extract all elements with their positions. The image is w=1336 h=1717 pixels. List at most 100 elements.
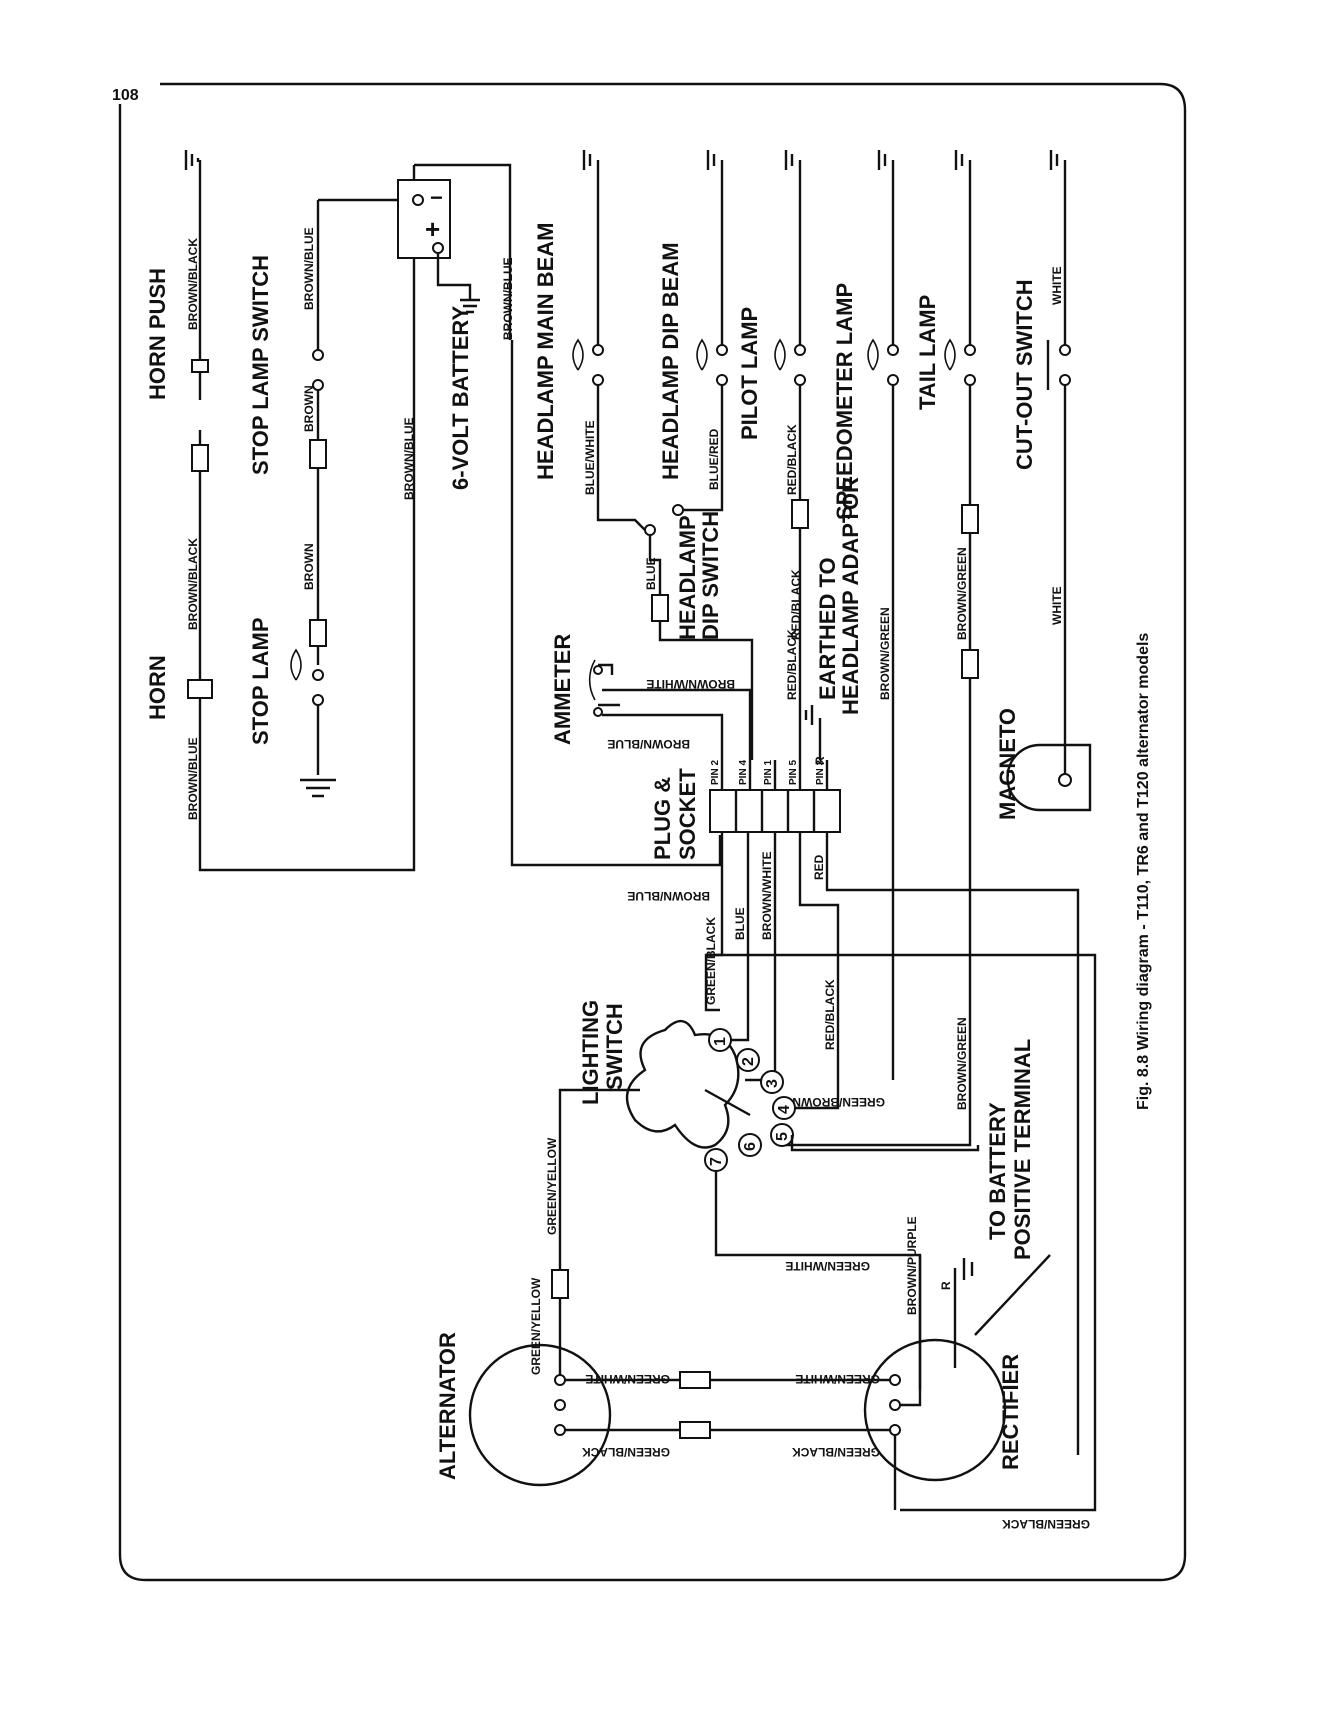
- wire-label-blue-sw: BLUE: [733, 907, 747, 940]
- wire-label-blue-red: BLUE/RED: [707, 428, 721, 490]
- tail-lamp-label: TAIL LAMP: [915, 295, 940, 410]
- switch-terminal-3: 3: [764, 1079, 781, 1088]
- wire-label-brown-blue-stop: BROWN/BLUE: [302, 227, 316, 310]
- wire-label-blue-white: BLUE/WHITE: [583, 420, 597, 495]
- switch-terminal-1: 1: [712, 1037, 729, 1046]
- wire-label-brown-green-sw: BROWN/GREEN: [955, 1017, 969, 1110]
- pilot-lamp: [774, 200, 809, 760]
- wire-label-green-yellow-alt: GREEN/YELLOW: [529, 1277, 543, 1375]
- wire-label-brown-blue-amm: BROWN/BLUE: [607, 737, 690, 751]
- wire-label-r-earth: R: [813, 756, 827, 765]
- figure-caption: Fig. 8.8 Wiring diagram - T110, TR6 and …: [1135, 633, 1152, 1110]
- wire-label-blue-dip: BLUE: [644, 557, 658, 590]
- wire-label-green-black-bottom: GREEN/BLACK: [1002, 1517, 1090, 1531]
- headlamp-dip-switch-label-2: DIP SWITCH: [698, 511, 723, 640]
- switch-terminal-6: 6: [742, 1142, 759, 1151]
- earth-symbols: [184, 150, 1067, 200]
- wire-label-brown-green-speedo: BROWN/GREEN: [878, 607, 892, 700]
- wire-label-green-yellow-sw: GREEN/YELLOW: [545, 1137, 559, 1235]
- wire-label-brown-white-sw: BROWN/WHITE: [760, 851, 774, 940]
- headlamp-dip-switch: [644, 504, 754, 760]
- stop-lamp-circuit: [290, 198, 415, 798]
- wire-brown-blue-main: [510, 340, 722, 867]
- wire-label-brown-stop-2: BROWN: [302, 543, 316, 590]
- switch-terminal-4: 4: [776, 1105, 793, 1114]
- headlamp-dip-beam-label: HEADLAMP DIP BEAM: [658, 242, 683, 480]
- battery: − +: [397, 179, 480, 314]
- earthed-label-1: EARTHED TO: [815, 557, 840, 700]
- to-battery-label-1: TO BATTERY: [985, 1102, 1010, 1240]
- speedometer-lamp-label: SPEEDOMETER LAMP: [832, 283, 857, 520]
- earthed-label-2: HEADLAMP ADAPTOR: [838, 477, 863, 715]
- wire-label-red-black-sw: RED/BLACK: [823, 979, 837, 1050]
- svg-text:+: +: [425, 214, 440, 244]
- wire-label-green-black-rec: GREEN/BLACK: [792, 1445, 880, 1459]
- wire-label-red-black-pilot2: RED/BLACK: [785, 629, 799, 700]
- headlamp-dip-switch-label-1: HEADLAMP: [675, 515, 700, 640]
- horn-label: HORN: [145, 655, 170, 720]
- wire-label-green-brown-sw: GREEN/BROWN: [792, 1095, 885, 1109]
- magneto: [1006, 743, 1092, 812]
- plug-socket-label-1: PLUG &: [650, 777, 675, 860]
- page-number: 108: [112, 87, 139, 104]
- lighting-switch-label-1: LIGHTING: [578, 1000, 603, 1105]
- alternator: [468, 1265, 890, 1487]
- switch-terminal-2: 2: [740, 1057, 757, 1066]
- switch-terminal-7: 7: [708, 1157, 725, 1166]
- earth-adaptor: [804, 705, 822, 760]
- pin-label-2: PIN 2: [710, 760, 721, 785]
- wire-label-brown-stop-1: BROWN: [302, 385, 316, 432]
- magneto-label: MAGNETO: [995, 708, 1020, 820]
- stop-lamp-label: STOP LAMP: [248, 617, 273, 745]
- tail-lamp: [780, 200, 979, 1147]
- wire-label-r-battery: R: [939, 1281, 953, 1290]
- rectifier: [863, 1255, 1007, 1510]
- wire-label-white-2: WHITE: [1050, 586, 1064, 625]
- wire-label-green-white-alt: GREEN/WHITE: [585, 1372, 670, 1386]
- wire-label-green-white-rec: GREEN/WHITE: [795, 1372, 880, 1386]
- wire-label-brown-black-1: BROWN/BLACK: [186, 238, 200, 330]
- wire-label-brown-black-2: BROWN/BLACK: [186, 538, 200, 630]
- pilot-lamp-label: PILOT LAMP: [737, 307, 762, 440]
- page-frame: [118, 82, 1187, 1582]
- wire-battery-positive: [953, 1254, 1051, 1368]
- pin-label-5: PIN 5: [788, 760, 799, 785]
- speedometer-lamp: [867, 200, 899, 1080]
- ammeter: [588, 659, 752, 760]
- pin-label-1: PIN 1: [763, 760, 774, 785]
- wire-label-brown-blue-bat: BROWN/BLUE: [402, 417, 416, 500]
- wire-label-brown-white-amm: BROWN/WHITE: [646, 677, 735, 691]
- wire-label-red-black-amm: RED/BLACK: [789, 569, 803, 640]
- wire-label-brown-blue-horn: BROWN/BLUE: [186, 737, 200, 820]
- wire-label-brown-purple: BROWN/PURPLE: [905, 1216, 919, 1315]
- cutout-switch: [1046, 200, 1071, 745]
- headlamp-main-beam: [572, 200, 646, 531]
- wire-label-green-black-sw: GREEN/BLACK: [704, 917, 718, 1005]
- battery-label: 6-VOLT BATTERY: [448, 306, 473, 490]
- rectifier-label: RECTIFIER: [998, 1354, 1023, 1470]
- lighting-switch-label-2: SWITCH: [602, 1003, 627, 1090]
- pin-label-3: PIN 3: [815, 760, 826, 785]
- wire-label-green-black-alt: GREEN/BLACK: [582, 1445, 670, 1459]
- stop-lamp-switch-label: STOP LAMP SWITCH: [248, 255, 273, 475]
- ammeter-label: AMMETER: [550, 634, 575, 745]
- switch-terminal-5: 5: [774, 1132, 791, 1141]
- wire-label-brown-blue-bat2: BROWN/BLUE: [501, 257, 515, 340]
- wire-label-brown-green-tail: BROWN/GREEN: [955, 547, 969, 640]
- wire-label-red-sw: RED: [812, 854, 826, 880]
- svg-text:−: −: [430, 185, 443, 210]
- to-battery-label-2: POSITIVE TERMINAL: [1010, 1039, 1035, 1260]
- wire-label-red-black-pilot: RED/BLACK: [785, 424, 799, 495]
- alternator-label: ALTERNATOR: [435, 1332, 460, 1480]
- wire-label-brown-blue-main: BROWN/BLUE: [627, 889, 710, 903]
- horn-push-label: HORN PUSH: [145, 268, 170, 400]
- cutout-switch-label: CUT-OUT SWITCH: [1012, 279, 1037, 470]
- headlamp-main-beam-label: HEADLAMP MAIN BEAM: [533, 223, 558, 480]
- plug-socket-label-2: SOCKET: [675, 768, 700, 860]
- wire-label-green-white-sw: GREEN/WHITE: [785, 1259, 870, 1273]
- wire-label-white-1: WHITE: [1050, 266, 1064, 305]
- battery-positive-earth: [953, 1258, 974, 1340]
- horn-circuit: [187, 163, 512, 872]
- pin-label-4: PIN 4: [738, 760, 749, 785]
